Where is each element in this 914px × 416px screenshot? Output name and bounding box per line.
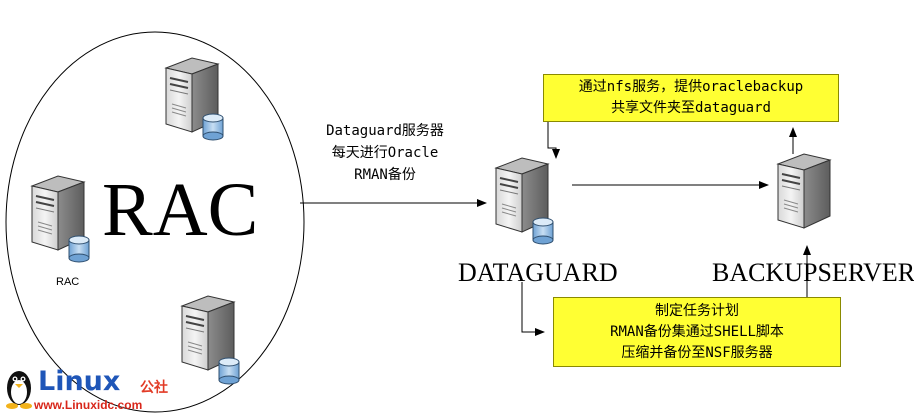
nfs-share-note: 通过nfs服务，提供oraclebackup 共享文件夹至dataguard (543, 74, 839, 122)
edge-label-line: 每天进行Oracle (331, 145, 439, 161)
penguin-logo-icon (6, 371, 32, 409)
rac-cluster-ellipse (5, 31, 305, 413)
nfs-note-to-dataguard-arrow (547, 122, 560, 159)
backupserver-icon (777, 153, 831, 229)
rac-server-top-icon (165, 57, 224, 141)
backupserver-label: BACKUPSERVER (712, 258, 914, 287)
note-line: 通过nfs服务，提供oraclebackup (578, 79, 804, 95)
dataguard-to-task-note-arrow (521, 282, 545, 336)
rac-title: RAC (102, 168, 259, 252)
edge-label-line: RMAN备份 (354, 167, 416, 183)
edge-label-line: Dataguard服务器 (326, 123, 444, 139)
scheduled-task-note: 制定任务计划 RMAN备份集通过SHELL脚本 压缩并备份至NSF服务器 (553, 297, 841, 367)
rac-to-dataguard-label: Dataguard服务器 每天进行Oracle RMAN备份 (310, 120, 460, 186)
watermark-brand: Linux (38, 366, 121, 397)
rac-server-bottom-icon (181, 295, 240, 385)
watermark-brand-cn: 公社 (140, 380, 168, 396)
rac-server-label: RAC (56, 276, 80, 288)
dataguard-label: DATAGUARD (458, 258, 618, 287)
note-line: 制定任务计划 (655, 303, 739, 319)
dataguard-server-icon (495, 157, 554, 245)
note-line: 共享文件夹至dataguard (611, 100, 771, 116)
watermark-url: www.Linuxidc.com (34, 398, 143, 412)
note-line: 压缩并备份至NSF服务器 (621, 345, 773, 361)
rac-server-left-icon (31, 175, 90, 263)
note-line: RMAN备份集通过SHELL脚本 (610, 324, 784, 340)
